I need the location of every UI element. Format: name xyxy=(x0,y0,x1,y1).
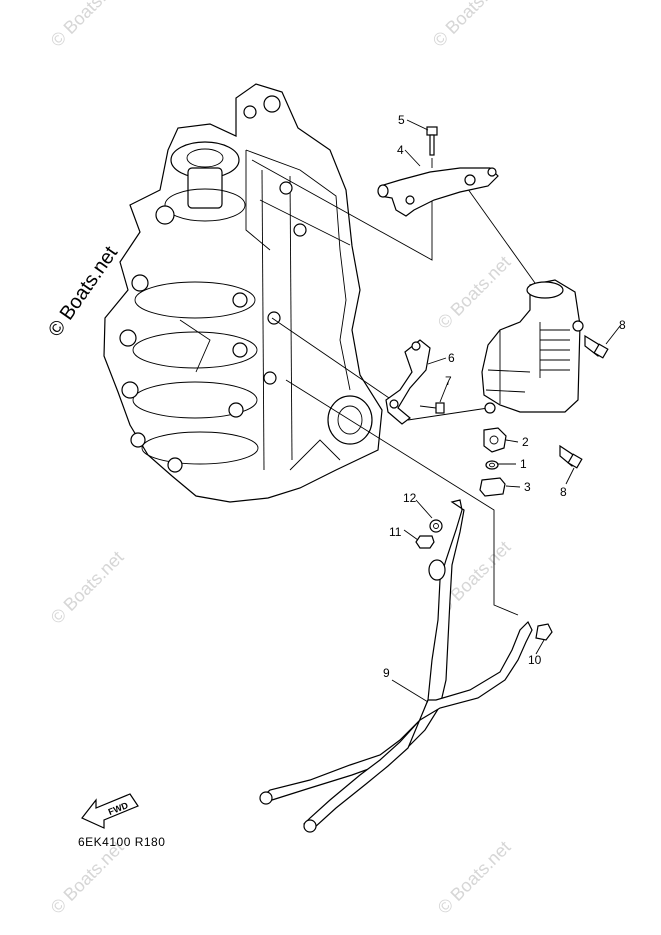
watermark-faint: © Boats.net xyxy=(434,252,515,333)
part-7-bolt xyxy=(419,402,445,414)
callout-6: 6 xyxy=(448,351,455,365)
part-10-bolt xyxy=(535,623,553,641)
callout-12: 12 xyxy=(403,491,417,505)
reference-lines xyxy=(251,159,541,616)
callout-2: 2 xyxy=(522,435,529,449)
watermark-faint: © Boats.net xyxy=(47,837,128,918)
part-8-bolts xyxy=(559,334,609,469)
watermark-faint: © Boats.net xyxy=(47,547,128,628)
part-11-nut xyxy=(415,535,435,549)
part-6-bracket xyxy=(385,339,431,425)
watermark-faint: © Boats.net xyxy=(434,837,515,918)
callout-leaders xyxy=(391,119,621,703)
callout-9: 9 xyxy=(383,666,390,680)
starter-motor xyxy=(481,279,584,414)
part-4-bracket xyxy=(377,158,499,217)
callout-4: 4 xyxy=(397,143,404,157)
part-2-fitting xyxy=(483,427,507,453)
engine-block xyxy=(103,83,383,503)
callout-3: 3 xyxy=(524,480,531,494)
callout-numbers: 5 4 6 7 8 2 1 3 8 12 11 9 10 xyxy=(383,113,626,680)
part-3-cap xyxy=(479,477,506,497)
part-5-bolt xyxy=(426,126,438,156)
callout-8-bottom: 8 xyxy=(560,485,567,499)
callout-1: 1 xyxy=(520,457,527,471)
part-1-nut xyxy=(485,460,499,470)
callout-11: 11 xyxy=(389,525,402,539)
callout-7: 7 xyxy=(445,374,452,388)
callout-5: 5 xyxy=(398,113,405,127)
part-9-cable xyxy=(259,499,533,833)
part-12-washer xyxy=(429,519,443,533)
diagram-code: 6EK4100 R180 xyxy=(78,835,165,849)
callout-8-top: 8 xyxy=(619,318,626,332)
callout-10: 10 xyxy=(528,653,542,667)
watermark-faint: © Boats.net xyxy=(47,0,128,51)
fwd-arrow: FWD xyxy=(81,793,139,829)
watermark-faint: © Boats.net xyxy=(429,0,510,51)
